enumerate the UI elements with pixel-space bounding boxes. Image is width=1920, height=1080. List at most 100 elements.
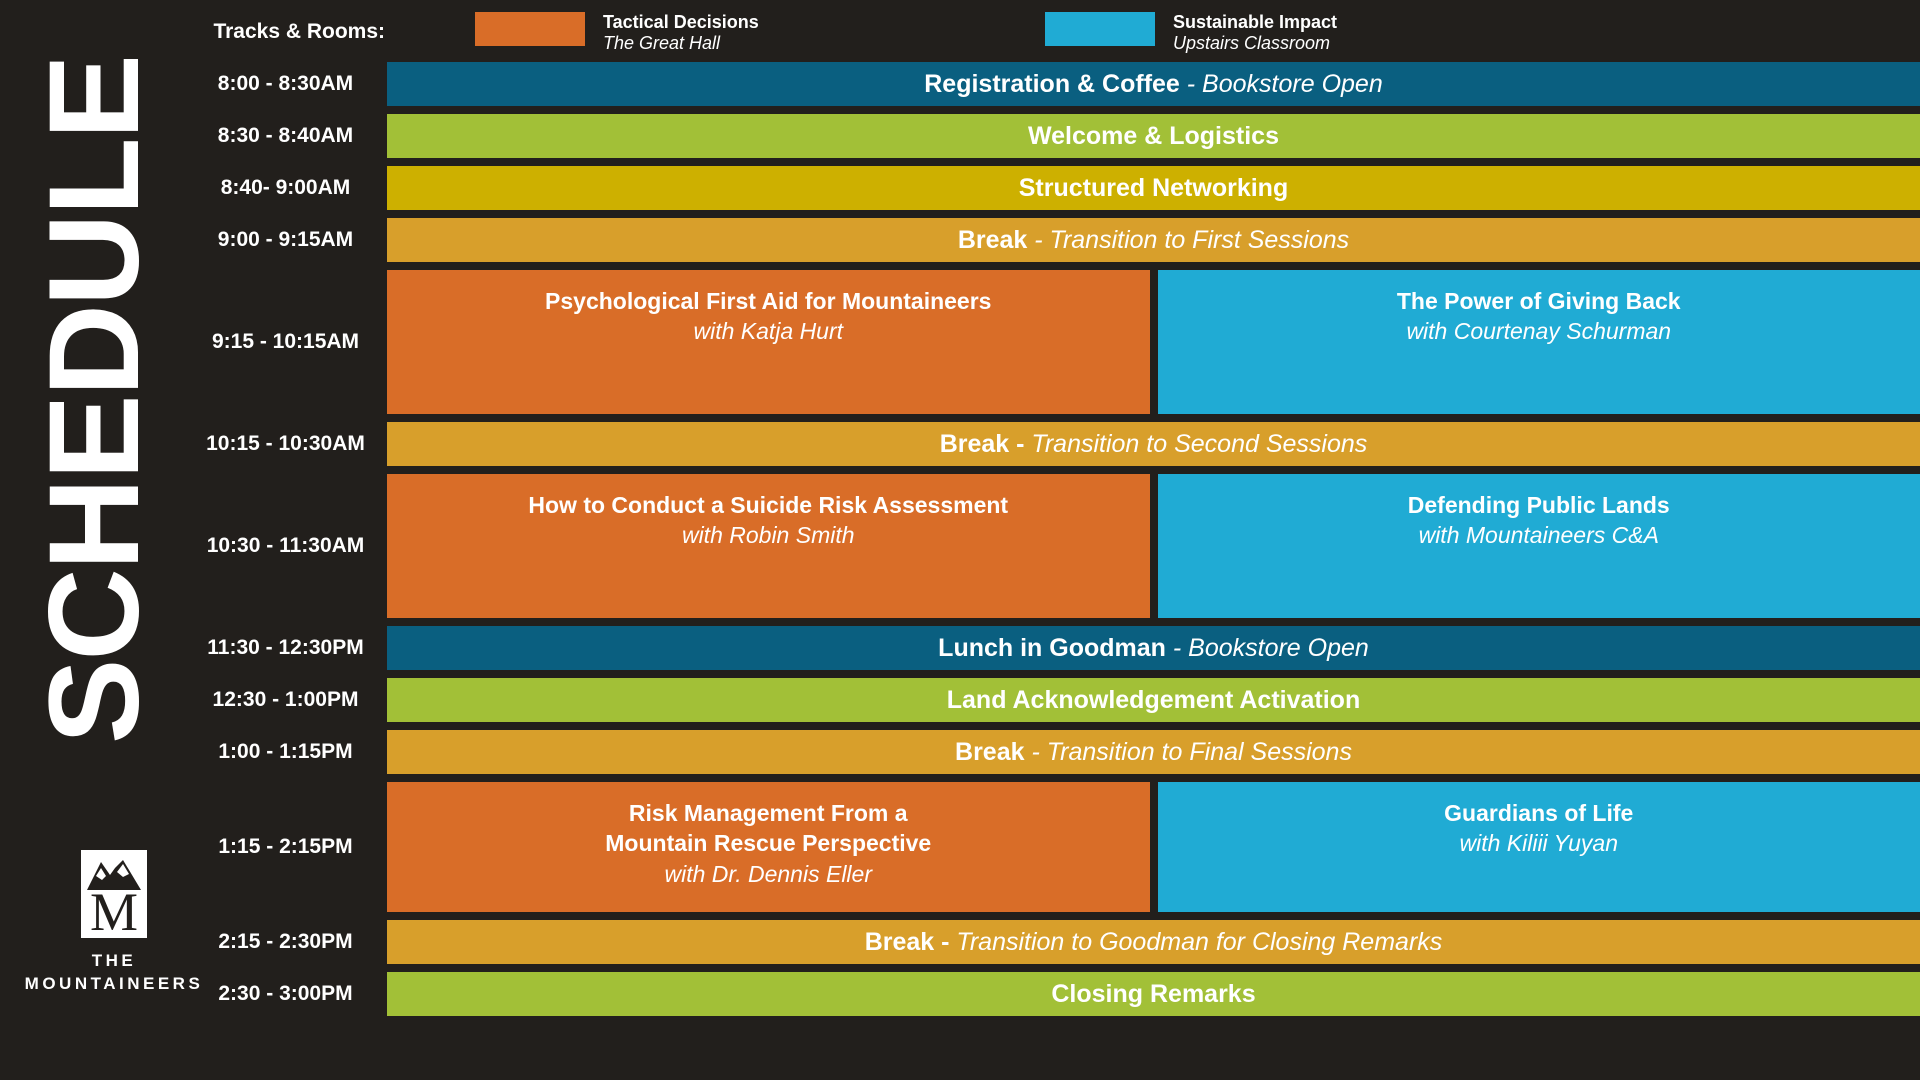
schedule-row: 9:00 - 9:15AM Break - Transition to First…	[190, 214, 1920, 266]
session-subtitle: - Bookstore Open	[1179, 70, 1383, 98]
schedule-grid: 8:00 - 8:30AM Registration & Coffee - Boo…	[190, 58, 1920, 1020]
row-bars: Closing Remarks	[387, 968, 1920, 1020]
legend-track-name: Tactical Decisions	[603, 12, 759, 32]
session-title: Lunch in Goodman	[938, 634, 1166, 662]
schedule-row: 9:15 - 10:15AM Psychological First Aid fo…	[190, 266, 1920, 418]
page-title: SCHEDULE	[0, 0, 190, 800]
plenary-session-bar[interactable]: Break - Transition to First Sessions	[387, 218, 1920, 262]
legend-room-name: The Great Hall	[603, 32, 721, 53]
row-time-label: 9:00 - 9:15AM	[217, 228, 354, 251]
session-subtitle: - Bookstore Open	[1165, 634, 1369, 662]
schedule-row: 11:30 - 12:30PM Lunch in Goodman - Bookst…	[190, 622, 1920, 674]
row-bars: Lunch in Goodman - Bookstore Open	[387, 622, 1920, 674]
legend: Tracks & Rooms: Tactical Decisions The G…	[190, 6, 1910, 54]
session-presenter: with Courtenay Schurman	[1406, 318, 1672, 345]
session-title: Closing Remarks	[1051, 980, 1256, 1008]
sustainable-track-session[interactable]: The Power of Giving Back with Courtenay S…	[1157, 270, 1920, 414]
session-title: Break -	[864, 928, 950, 956]
sustainable-track-session[interactable]: Guardians of Life with Kiliii Yuyan	[1157, 782, 1920, 912]
row-time-label: 1:15 - 2:15PM	[218, 835, 353, 858]
legend-track-name: Sustainable Impact	[1173, 12, 1338, 32]
session-title: Registration & Coffee	[924, 70, 1180, 98]
session-title: Guardians of Life	[1444, 800, 1634, 826]
mountaineers-m-logo-icon: M	[81, 850, 147, 938]
row-bars: Land Acknowledgement Activation	[387, 674, 1920, 726]
session-subtitle: Transition to Goodman for Closing Remark…	[949, 928, 1443, 956]
row-time-label: 8:00 - 8:30AM	[217, 72, 354, 95]
session-title: Structured Networking	[1018, 174, 1289, 202]
session-presenter: with Robin Smith	[681, 522, 855, 549]
row-time-label: 2:30 - 3:00PM	[218, 982, 353, 1005]
plenary-session-bar[interactable]: Welcome & Logistics	[387, 114, 1920, 158]
sustainable-track-session[interactable]: Defending Public Lands with Mountaineers …	[1157, 474, 1920, 618]
session-subtitle: - Transition to First Sessions	[1027, 226, 1350, 254]
row-time-label: 10:30 - 11:30AM	[206, 534, 365, 557]
row-bars: Break - Transition to Second Sessions	[387, 418, 1920, 470]
session-title: The Power of Giving Back	[1396, 288, 1681, 314]
session-subtitle: Transition to Second Sessions	[1024, 430, 1368, 458]
schedule-row: 10:30 - 11:30AM How to Conduct a Suicide …	[190, 470, 1920, 622]
plenary-session-bar[interactable]: Structured Networking	[387, 166, 1920, 210]
session-presenter: with Katja Hurt	[693, 318, 844, 345]
plenary-session-bar[interactable]: Lunch in Goodman - Bookstore Open	[387, 626, 1920, 670]
row-bars: Structured Networking	[387, 162, 1920, 214]
legend-item-tactical-decisions: Tactical Decisions The Great Hall	[475, 12, 759, 53]
schedule-row: 10:15 - 10:30AM Break - Transition to Sec…	[190, 418, 1920, 470]
session-presenter: with Kiliii Yuyan	[1459, 830, 1619, 857]
logo-wordmark: THE MOUNTAINEERS	[25, 950, 204, 996]
schedule-row: 8:40- 9:00AM Structured Networking	[190, 162, 1920, 214]
session-title: How to Conduct a Suicide Risk Assessment	[528, 492, 1009, 518]
tactical-track-session[interactable]: Psychological First Aid for Mountaineers…	[387, 270, 1150, 414]
schedule-row: 1:00 - 1:15PM Break - Transition to Final…	[190, 726, 1920, 778]
schedule-row: 8:30 - 8:40AM Welcome & Logistics	[190, 110, 1920, 162]
schedule-row: 12:30 - 1:00PM Land Acknowledgement Activ…	[190, 674, 1920, 726]
row-bars: How to Conduct a Suicide Risk Assessment…	[387, 470, 1920, 622]
plenary-session-bar[interactable]: Break - Transition to Final Sessions	[387, 730, 1920, 774]
legend-room-name: Upstairs Classroom	[1173, 32, 1331, 53]
schedule-row: 2:15 - 2:30PM Break - Transition to Goodm…	[190, 916, 1920, 968]
schedule-row: 8:00 - 8:30AM Registration & Coffee - Boo…	[190, 58, 1920, 110]
session-presenter: with Dr. Dennis Eller	[664, 860, 872, 887]
session-title: Break -	[939, 430, 1025, 458]
legend-label: Tracks & Rooms:	[213, 20, 385, 43]
schedule-row: 2:30 - 3:00PM Closing Remarks	[190, 968, 1920, 1020]
row-bars: Break - Transition to First Sessions	[387, 214, 1920, 266]
row-time-label: 8:30 - 8:40AM	[217, 124, 354, 147]
row-time-label: 2:15 - 2:30PM	[218, 930, 353, 953]
legend-item-sustainable-impact: Sustainable Impact Upstairs Classroom	[1045, 12, 1337, 53]
tactical-track-session[interactable]: How to Conduct a Suicide Risk Assessment…	[387, 474, 1150, 618]
session-subtitle: - Transition to Final Sessions	[1024, 738, 1352, 766]
plenary-session-bar[interactable]: Closing Remarks	[387, 972, 1920, 1016]
row-time-label: 9:15 - 10:15AM	[211, 330, 360, 353]
row-bars: Psychological First Aid for Mountaineers…	[387, 266, 1920, 418]
legend-swatch-tactical	[475, 12, 585, 46]
session-title: Break	[955, 738, 1025, 766]
row-time-label: 8:40- 9:00AM	[220, 176, 351, 199]
row-bars: Registration & Coffee - Bookstore Open	[387, 58, 1920, 110]
session-title: Defending Public Lands	[1407, 492, 1670, 518]
row-bars: Break - Transition to Goodman for Closin…	[387, 916, 1920, 968]
row-time-label: 10:15 - 10:30AM	[206, 432, 365, 455]
plenary-session-bar[interactable]: Break - Transition to Goodman for Closin…	[387, 920, 1920, 964]
session-title: Welcome & Logistics	[1028, 122, 1279, 150]
session-title: Land Acknowledgement Activation	[946, 686, 1361, 714]
plenary-session-bar[interactable]: Break - Transition to Second Sessions	[387, 422, 1920, 466]
legend-swatch-sustainable	[1045, 12, 1155, 46]
svg-text:M: M	[90, 882, 138, 938]
plenary-session-bar[interactable]: Land Acknowledgement Activation	[387, 678, 1920, 722]
session-presenter: with Mountaineers C&A	[1418, 522, 1659, 549]
session-title: Break	[957, 226, 1028, 254]
logo-line-2: MOUNTAINEERS	[24, 973, 204, 993]
plenary-session-bar[interactable]: Registration & Coffee - Bookstore Open	[387, 62, 1920, 106]
row-time-label: 12:30 - 1:00PM	[212, 688, 359, 711]
logo-line-1: THE	[91, 951, 137, 970]
row-time-label: 11:30 - 12:30PM	[207, 636, 364, 659]
row-time-label: 1:00 - 1:15PM	[218, 740, 353, 763]
row-bars: Break - Transition to Final Sessions	[387, 726, 1920, 778]
page-title-text: SCHEDULE	[23, 55, 166, 745]
